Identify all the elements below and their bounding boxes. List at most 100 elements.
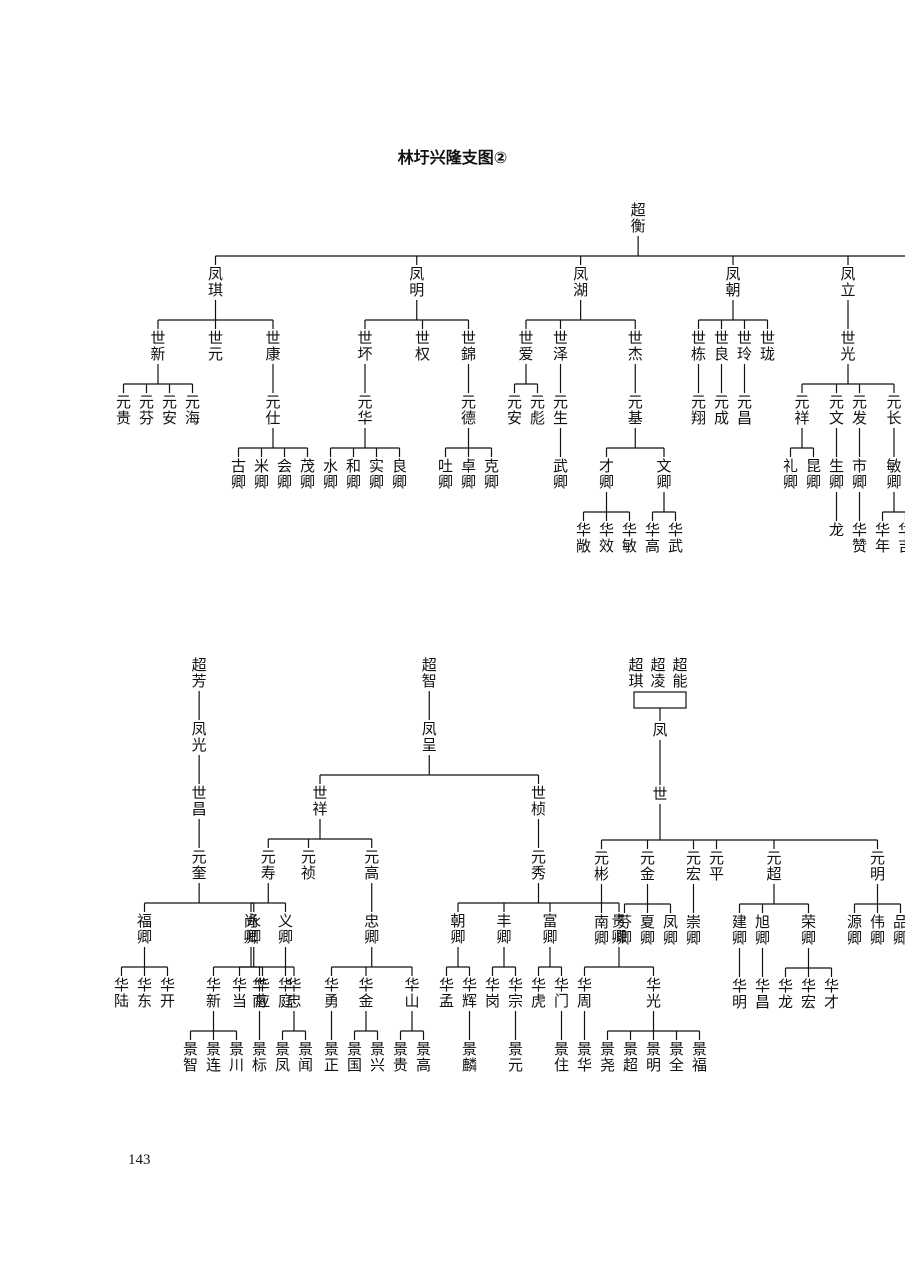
name-glyph: 华 bbox=[577, 976, 592, 994]
person-name: 建卿 bbox=[732, 913, 747, 947]
person-name: 元芬 bbox=[139, 393, 154, 427]
name-glyph: 元 bbox=[364, 848, 379, 866]
name-glyph: 武 bbox=[668, 537, 683, 555]
name-glyph: 元 bbox=[870, 849, 885, 867]
name-glyph: 全 bbox=[669, 1056, 684, 1074]
heads-bracket bbox=[633, 691, 687, 709]
person-name: 世祥 bbox=[312, 784, 327, 818]
person-name: 芬卿 bbox=[617, 913, 632, 947]
name-glyph: 元 bbox=[265, 393, 280, 411]
name-glyph: 祥 bbox=[312, 800, 327, 818]
person-name: 永卿 bbox=[246, 912, 261, 946]
person-name: 世昌 bbox=[192, 784, 207, 818]
name-glyph: 仕 bbox=[265, 409, 280, 427]
name-glyph: 景 bbox=[183, 1040, 198, 1058]
name-glyph: 卿 bbox=[847, 929, 862, 947]
person-name: 华高 bbox=[645, 521, 660, 555]
name-glyph: 昌 bbox=[737, 409, 752, 427]
person-name: 华开 bbox=[160, 976, 175, 1010]
name-glyph: 元 bbox=[192, 848, 207, 866]
name-glyph: 世 bbox=[265, 329, 280, 347]
person-name: 和卿 bbox=[346, 457, 361, 491]
name-glyph: 永 bbox=[246, 912, 261, 930]
name-glyph: 景 bbox=[370, 1040, 385, 1058]
name-glyph: 衡 bbox=[631, 217, 646, 235]
name-glyph: 良 bbox=[392, 457, 407, 475]
name-glyph: 实 bbox=[369, 457, 384, 475]
name-glyph: 元 bbox=[709, 849, 724, 867]
name-glyph: 安 bbox=[162, 409, 177, 427]
name-glyph: 卿 bbox=[542, 928, 557, 946]
name-glyph: 建 bbox=[732, 913, 747, 931]
name-glyph: 景 bbox=[508, 1040, 523, 1058]
name-glyph: 坏 bbox=[357, 345, 372, 363]
person-name: 世桢 bbox=[531, 784, 546, 818]
person-name: 元高 bbox=[364, 848, 379, 882]
person-name: 景超 bbox=[623, 1040, 638, 1074]
person-name: 华陆 bbox=[114, 976, 129, 1010]
name-glyph: 明 bbox=[732, 993, 747, 1011]
name-glyph: 良 bbox=[714, 345, 729, 363]
name-glyph: 贵 bbox=[611, 912, 626, 930]
person-name: 源卿 bbox=[847, 913, 862, 947]
name-glyph: 玲 bbox=[737, 345, 752, 363]
name-glyph: 寿 bbox=[261, 864, 276, 882]
name-glyph: 南 bbox=[594, 913, 609, 931]
name-glyph: 景 bbox=[623, 1040, 638, 1058]
name-glyph: 新 bbox=[150, 345, 165, 363]
name-glyph: 景 bbox=[416, 1040, 431, 1058]
person-name: 实卿 bbox=[369, 457, 384, 491]
name-glyph: 忠 bbox=[286, 992, 301, 1010]
person-name: 元昌 bbox=[737, 393, 752, 427]
person-name: 世泽 bbox=[553, 329, 568, 363]
name-glyph: 祥 bbox=[794, 409, 809, 427]
name-glyph: 元 bbox=[553, 393, 568, 411]
name-glyph: 珑 bbox=[760, 345, 775, 363]
name-glyph: 景 bbox=[229, 1040, 244, 1058]
name-glyph: 卿 bbox=[783, 473, 798, 491]
person-name: 元明 bbox=[870, 849, 885, 883]
name-glyph: 年 bbox=[875, 537, 890, 555]
name-glyph: 智 bbox=[183, 1056, 198, 1074]
person-name: 义卿 bbox=[278, 912, 293, 946]
name-glyph: 发 bbox=[852, 409, 867, 427]
person-name: 元生 bbox=[553, 393, 568, 427]
name-glyph: 华 bbox=[439, 976, 454, 994]
name-glyph: 元 bbox=[162, 393, 177, 411]
person-name: 世栋 bbox=[691, 329, 706, 363]
name-glyph: 义 bbox=[278, 912, 293, 930]
person-name: 华敞 bbox=[576, 521, 591, 555]
name-glyph: 华 bbox=[232, 976, 247, 994]
name-glyph: 华 bbox=[645, 521, 660, 539]
page-number: 143 bbox=[128, 1152, 151, 1168]
name-glyph: 华 bbox=[755, 977, 770, 995]
name-glyph: 超 bbox=[650, 656, 665, 674]
name-glyph: 元 bbox=[794, 393, 809, 411]
name-glyph: 元 bbox=[829, 393, 844, 411]
name-glyph: 元 bbox=[531, 848, 546, 866]
name-glyph: 芬 bbox=[139, 409, 154, 427]
person-name: 元发 bbox=[852, 393, 867, 427]
person-name: 旭卿 bbox=[755, 913, 770, 947]
person-name: 华宗 bbox=[508, 976, 523, 1010]
name-glyph: 基 bbox=[628, 409, 643, 427]
person-name: 华龙 bbox=[778, 977, 793, 1011]
name-glyph: 卿 bbox=[277, 473, 292, 491]
person-name: 世坏 bbox=[357, 329, 372, 363]
person-name: 华虎 bbox=[531, 976, 546, 1010]
person-name: 凤卿 bbox=[663, 913, 678, 947]
person-name: 华新 bbox=[206, 976, 221, 1010]
person-name: 卓卿 bbox=[461, 457, 476, 491]
name-glyph: 华 bbox=[824, 977, 839, 995]
name-glyph: 龙 bbox=[778, 993, 793, 1011]
person-name: 元安 bbox=[162, 393, 177, 427]
name-glyph: 翔 bbox=[691, 409, 706, 427]
name-glyph: 安 bbox=[507, 409, 522, 427]
name-glyph: 开 bbox=[160, 992, 175, 1010]
name-glyph: 凤 bbox=[422, 720, 437, 738]
name-glyph: 宗 bbox=[508, 992, 523, 1010]
person-name: 元寿 bbox=[261, 848, 276, 882]
name-glyph: 光 bbox=[192, 736, 207, 754]
person-name: 米卿 bbox=[254, 457, 269, 491]
name-glyph: 杰 bbox=[628, 345, 643, 363]
